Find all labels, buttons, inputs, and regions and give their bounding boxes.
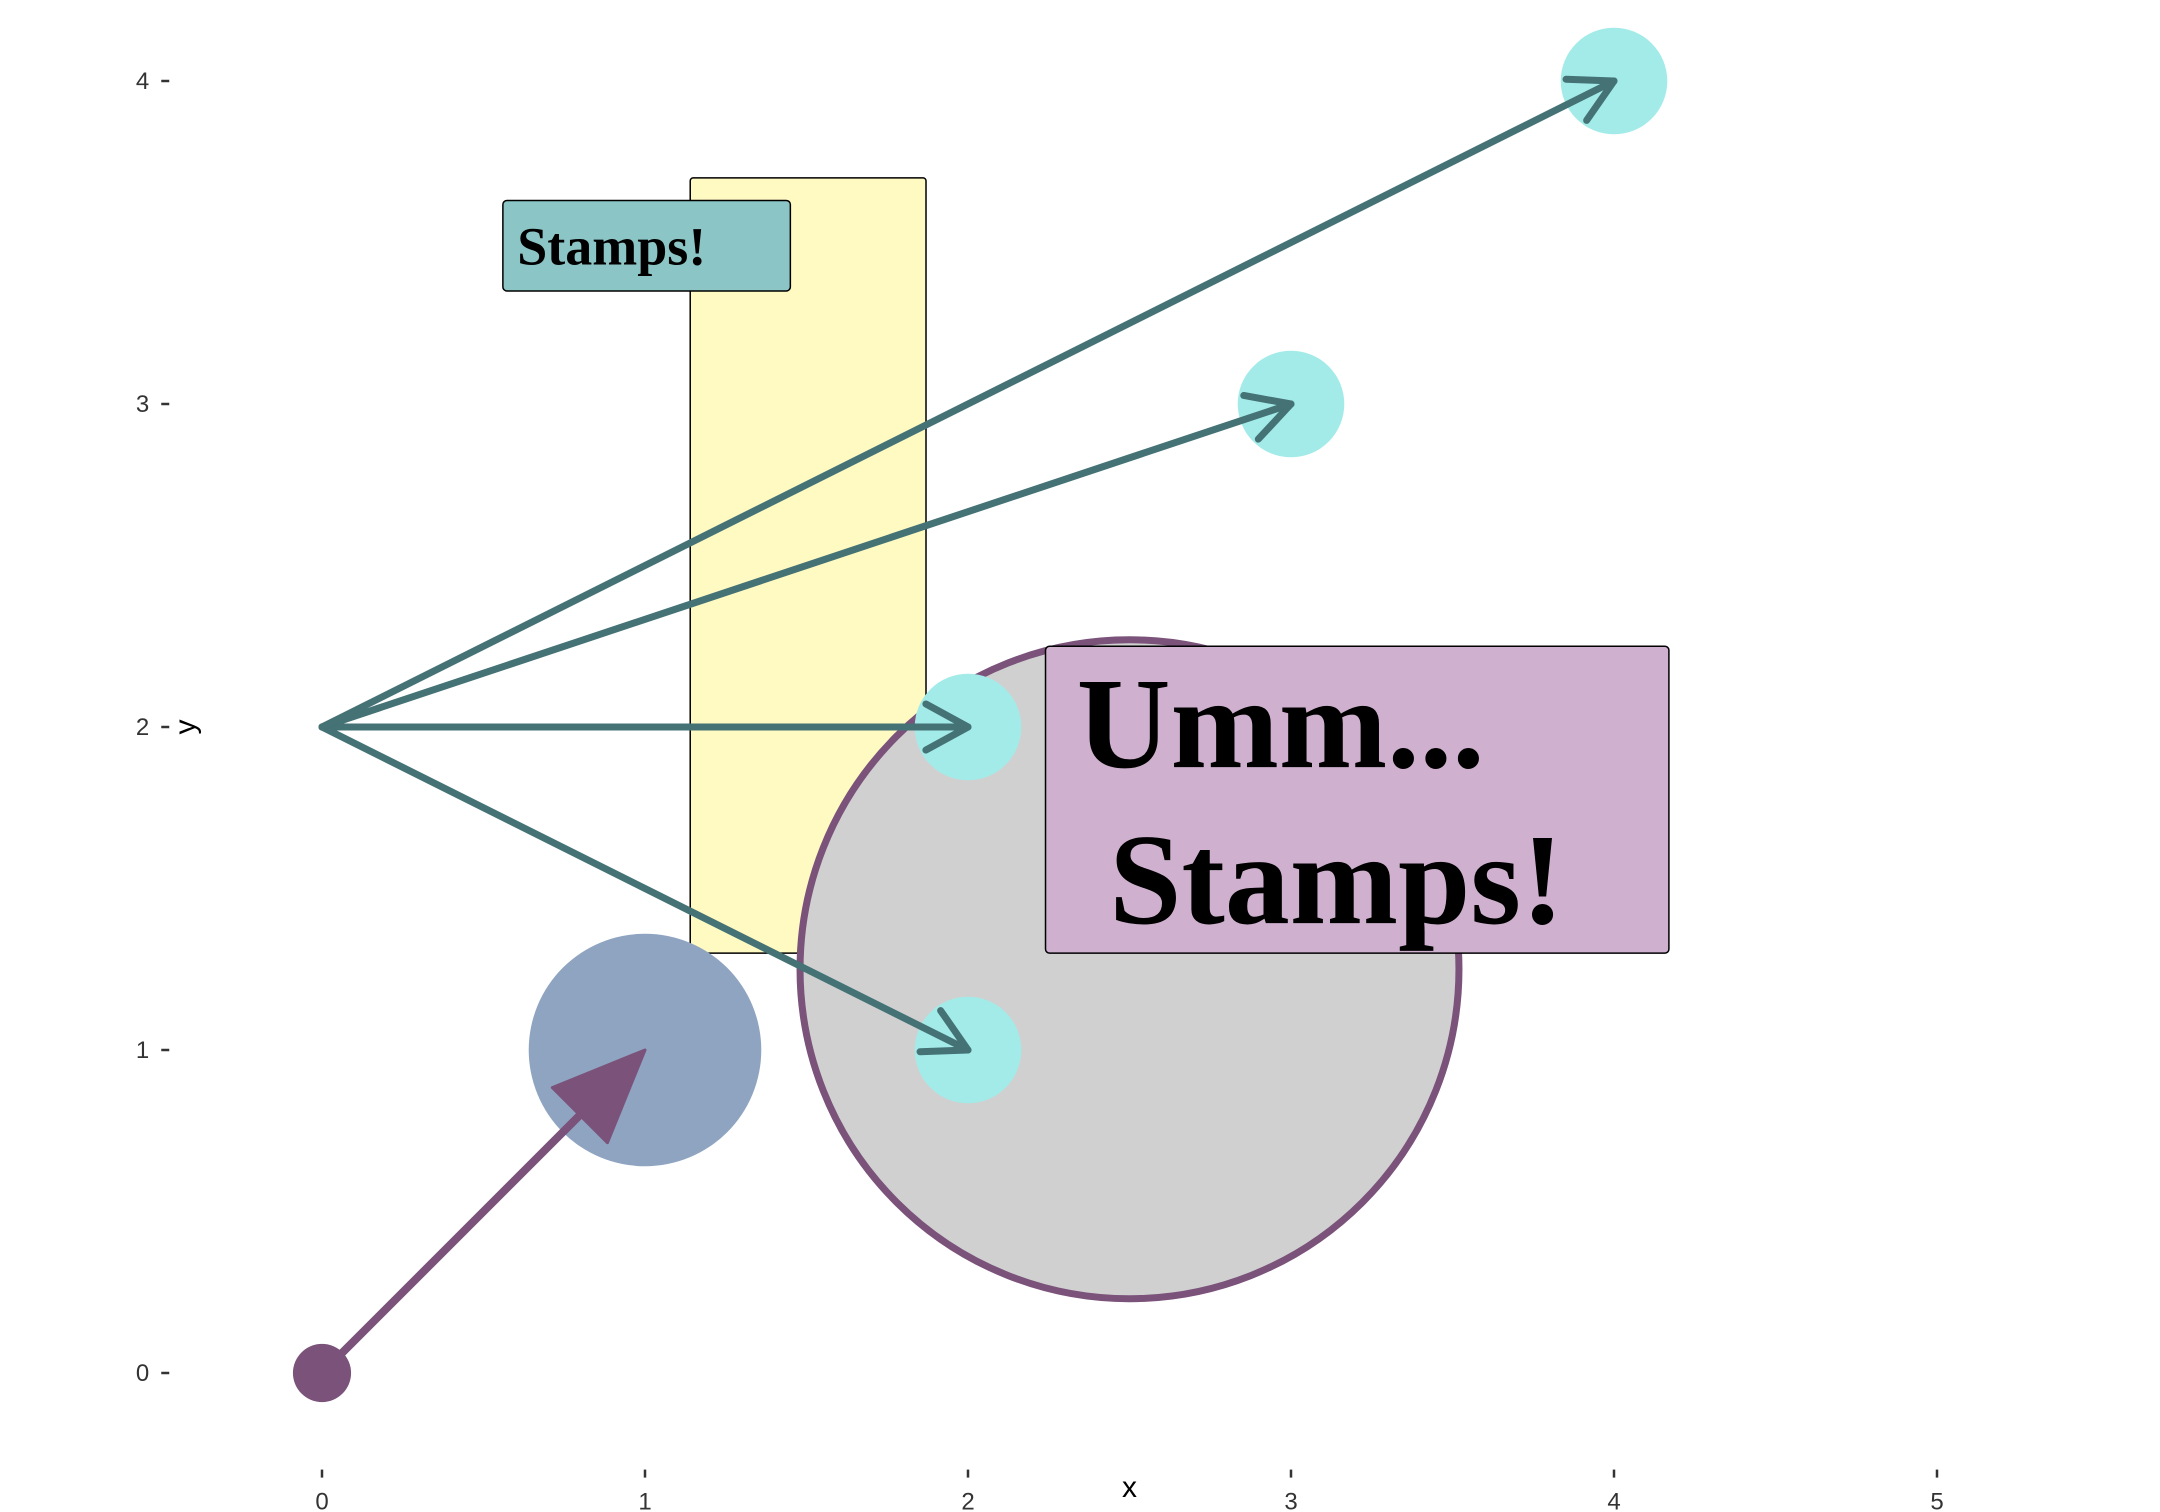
label-box-2: Umm... Stamps! xyxy=(1044,645,1670,954)
purple-arrow-head xyxy=(550,1048,647,1145)
teal-arrow-4 xyxy=(318,75,1618,731)
teal-arrow-head xyxy=(1562,75,1618,124)
teal-arrow-1 xyxy=(318,723,972,1056)
chart-axes: 0 1 2 3 4 5 0 1 2 3 4 xyxy=(136,68,1944,1512)
label-box-1: Stamps! xyxy=(502,199,792,292)
teal-arrow-3 xyxy=(318,391,1295,731)
x-tick-label: 2 xyxy=(961,1489,974,1512)
teal-arrow-head xyxy=(922,700,972,754)
teal-arrow-shaft xyxy=(318,723,972,1054)
chart-labels: Stamps!Umm... Stamps! xyxy=(502,199,1670,954)
chart-arrows xyxy=(318,75,1618,1377)
label-background xyxy=(502,199,792,292)
teal-arrow-shaft xyxy=(318,77,1618,731)
purple-arrow-shaft xyxy=(318,1102,593,1377)
y-tick-label: 1 xyxy=(136,1037,149,1064)
y-axis-title: y xyxy=(169,720,202,735)
y-tick-label: 4 xyxy=(136,68,149,95)
teal-arrow-shaft xyxy=(318,400,1295,731)
x-tick-label: 4 xyxy=(1607,1489,1620,1512)
y-tick-label: 0 xyxy=(136,1360,149,1387)
label-text: Umm... Stamps! xyxy=(1077,652,1565,952)
label-line: Stamps! xyxy=(1077,808,1565,952)
y-tick-label: 3 xyxy=(136,391,149,418)
teal-arrow-2 xyxy=(318,700,972,754)
x-tick-label: 0 xyxy=(315,1489,328,1512)
x-tick-label: 1 xyxy=(638,1489,651,1512)
label-line: Stamps! xyxy=(517,217,706,277)
teal-arrow-head xyxy=(916,1007,972,1056)
x-tick-label: 3 xyxy=(1284,1489,1297,1512)
label-text: Stamps! xyxy=(517,217,706,277)
label-background xyxy=(1044,645,1670,954)
x-tick-label: 5 xyxy=(1930,1489,1943,1512)
label-line: Umm... xyxy=(1077,652,1485,796)
x-axis-title: x xyxy=(1122,1471,1137,1504)
teal-arrow-head xyxy=(1240,391,1295,443)
y-tick-label: 2 xyxy=(136,714,149,741)
